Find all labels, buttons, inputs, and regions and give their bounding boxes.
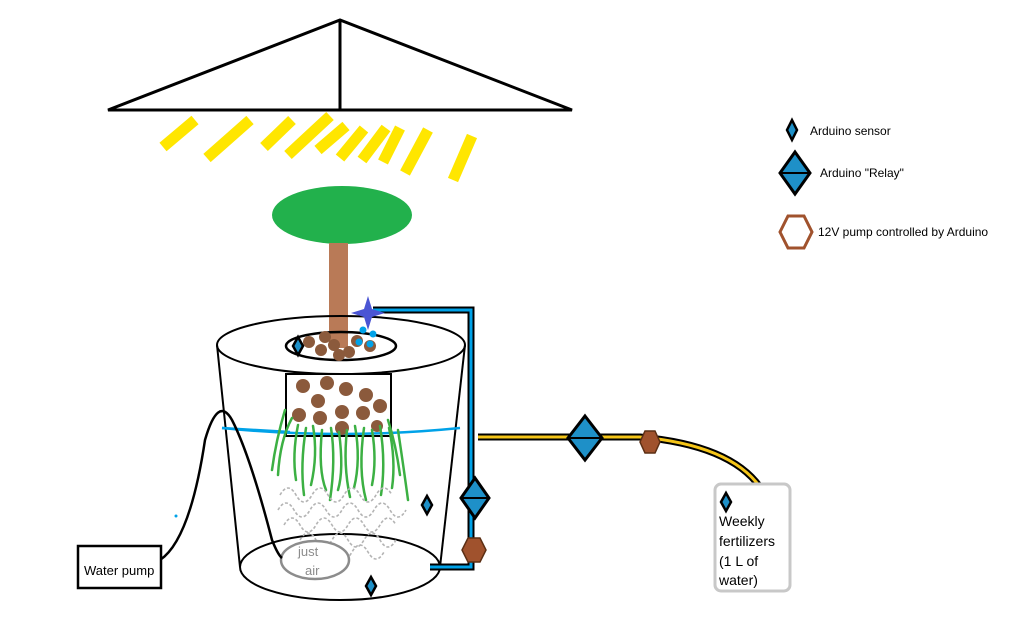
pump-icon bbox=[461, 537, 487, 563]
plant-trunk bbox=[329, 243, 348, 348]
circulation-tube bbox=[373, 306, 475, 571]
air-stone bbox=[279, 539, 351, 581]
grow-light-icon bbox=[107, 18, 573, 112]
air-tube bbox=[159, 409, 283, 562]
fertilizer-container bbox=[713, 482, 792, 593]
fertilizer-tube bbox=[478, 433, 763, 490]
pump-icon bbox=[778, 214, 814, 250]
roots bbox=[270, 408, 410, 502]
fertilizer-label-line4: water) bbox=[718, 572, 758, 588]
air-stone-label-line2: air bbox=[305, 563, 320, 578]
light-rays bbox=[159, 111, 478, 183]
water-pump-label: Water pump bbox=[84, 563, 154, 578]
sensor-icon bbox=[719, 490, 733, 514]
air-tube-dot bbox=[174, 514, 178, 518]
fertilizer-label-line2: fertilizers bbox=[719, 533, 775, 549]
legend-relay-label: Arduino "Relay" bbox=[820, 166, 904, 180]
relay-icon bbox=[566, 413, 604, 463]
fertilizer-label-line1: Weekly bbox=[719, 513, 765, 529]
legend-sensor-label: Arduino sensor bbox=[810, 124, 891, 138]
sensor-icon bbox=[364, 574, 378, 598]
water-pump-box bbox=[76, 544, 163, 590]
relay-icon bbox=[459, 475, 491, 521]
top-pebbles bbox=[303, 331, 376, 361]
legend: Arduino sensor Arduino "Relay" 12V pump … bbox=[778, 117, 988, 250]
air-stone-label-line1: just bbox=[297, 544, 319, 559]
sensor-icon bbox=[420, 493, 434, 517]
clay-pebbles bbox=[292, 376, 387, 435]
fertilizer-label-line3: (1 L of bbox=[719, 553, 758, 569]
legend-pump-label: 12V pump controlled by Arduino bbox=[818, 225, 988, 239]
sensor-icon bbox=[785, 117, 799, 143]
dripper-icon bbox=[351, 296, 385, 348]
plant-canopy bbox=[272, 186, 412, 244]
sensor-icon bbox=[291, 334, 305, 358]
pump-icon bbox=[639, 430, 661, 454]
